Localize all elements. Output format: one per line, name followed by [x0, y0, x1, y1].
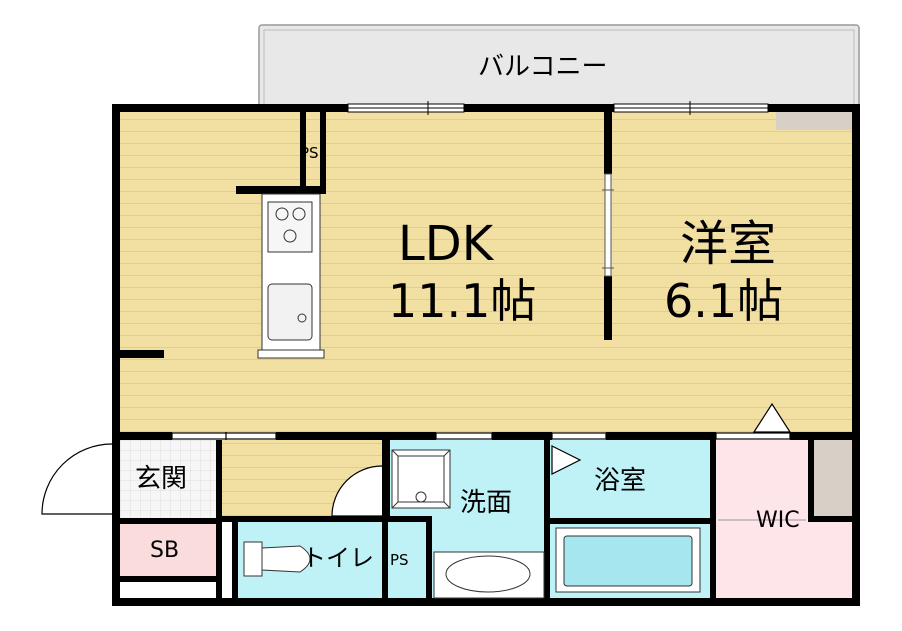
washroom-label: 洗面 — [460, 488, 513, 518]
entrance-floor — [120, 440, 220, 518]
bathroom-label: 浴室 — [594, 466, 647, 496]
bathtub — [555, 527, 701, 593]
shoe-box-label: SB — [150, 538, 180, 563]
western-room-name-label: 洋室 — [680, 216, 777, 272]
closet-corner — [776, 112, 852, 130]
wic-shelf — [814, 440, 856, 516]
ldk-floor — [120, 112, 608, 438]
walk-in-closet-label: WIC — [756, 508, 800, 533]
windows — [347, 101, 769, 115]
pipe-space-bottom-label: PS — [390, 551, 409, 569]
shoe-box — [120, 524, 220, 576]
sink — [267, 283, 313, 341]
balcony-label: バルコニー — [478, 52, 608, 82]
western-room-size-label: 6.1帖 — [664, 274, 784, 328]
pipe-space-top-label: PS — [300, 144, 319, 162]
ldk-size-label: 11.1帖 — [388, 274, 537, 328]
sliding-door — [602, 173, 614, 277]
stove — [267, 201, 313, 253]
toilet-label: トイレ — [302, 544, 374, 572]
wash-basin — [433, 551, 545, 599]
doors — [41, 402, 792, 517]
kitchen-counter — [257, 193, 325, 359]
entrance-label: 玄関 — [135, 464, 188, 494]
walls — [112, 104, 860, 606]
toilet-bowl — [243, 541, 311, 577]
washing-machine-pan — [391, 449, 451, 509]
western-room-floor — [608, 112, 856, 438]
ldk-name-label: LDK — [398, 216, 494, 272]
